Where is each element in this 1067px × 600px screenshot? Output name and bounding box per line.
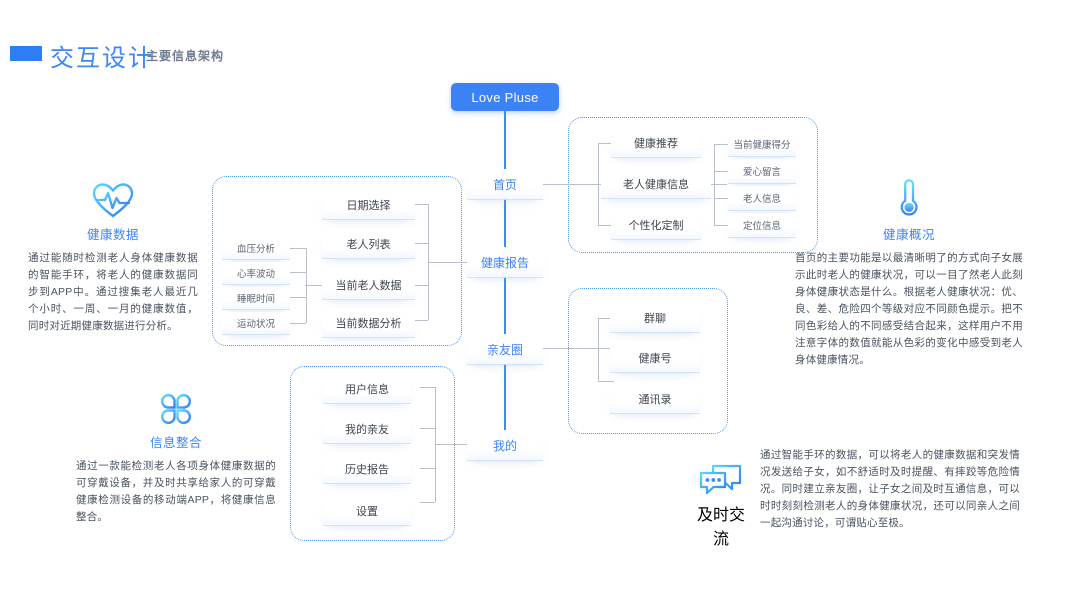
- node-elder-health-info[interactable]: 老人健康信息: [601, 170, 711, 198]
- connector-home-3: [598, 225, 611, 226]
- connector-report-3: [415, 285, 428, 286]
- connector-home-l3-3: [714, 198, 728, 199]
- node-heart-rate-fluctuation[interactable]: 心率波动: [222, 262, 290, 284]
- connector-friends-3: [598, 381, 614, 382]
- node-exercise-status[interactable]: 运动状况: [222, 312, 290, 334]
- node-group-chat[interactable]: 群聊: [610, 304, 700, 332]
- info-body-info-integration: 通过一款能检测老人各项身体健康数据的可穿戴设备，并及时共享给家人的可穿戴健康检测…: [76, 460, 276, 523]
- group-box-mine: [290, 366, 455, 541]
- spine-node-mine[interactable]: 我的: [467, 430, 543, 460]
- heart-pulse-icon: [28, 180, 198, 220]
- node-user-info[interactable]: 用户信息: [323, 375, 411, 403]
- node-location-info[interactable]: 定位信息: [728, 213, 796, 237]
- connector-home-l3-bracket: [714, 144, 715, 225]
- connector-mine-3: [420, 468, 435, 469]
- node-blood-pressure-analysis[interactable]: 血压分析: [222, 237, 290, 259]
- node-my-relatives[interactable]: 我的亲友: [323, 415, 411, 443]
- connector-report-bracket: [428, 204, 429, 320]
- info-title-health-data: 健康数据: [86, 228, 139, 242]
- connector-mine-trunk: [435, 444, 467, 445]
- node-health-number[interactable]: 健康号: [610, 344, 700, 372]
- group-box-friends: [568, 288, 728, 434]
- node-sleep-time[interactable]: 睡眠时间: [222, 287, 290, 309]
- node-personalized-custom[interactable]: 个性化定制: [611, 211, 701, 239]
- connector-friends-2: [598, 348, 614, 349]
- chat-bubbles-icon: [690, 463, 752, 499]
- connector-mine-1: [420, 387, 435, 388]
- clover-icon: [76, 388, 276, 428]
- connector-friends-1: [598, 318, 614, 319]
- node-current-health-score[interactable]: 当前健康得分: [728, 132, 796, 156]
- page-title: 交互设计: [50, 45, 154, 72]
- node-current-elder-data[interactable]: 当前老人数据: [322, 271, 415, 299]
- connector-report-l3-2: [290, 272, 306, 273]
- connector-report-trunk: [428, 262, 467, 263]
- root-node-love-pluse[interactable]: Love Pluse: [451, 83, 559, 111]
- info-title-health-overview: 健康概况: [882, 228, 935, 242]
- info-block-health-overview: 健康概况 首页的主要功能是以最清晰明了的方式向子女展示此时老人的健康状况，可以一…: [795, 179, 1023, 369]
- node-current-data-analysis[interactable]: 当前数据分析: [322, 309, 415, 337]
- info-body-health-data: 通过能随时检测老人身体健康数据的智能手环，将老人的健康数据同步到APP中。通过搜…: [28, 252, 198, 332]
- node-settings[interactable]: 设置: [323, 497, 411, 525]
- spine-node-home[interactable]: 首页: [467, 169, 543, 199]
- info-body-instant-communication: 通过智能手环的数据，可以将老人的健康数据和突发情况发送给子女，如不舒适时及时提醒…: [760, 449, 1020, 529]
- thermometer-icon: [795, 179, 1023, 220]
- spine-connector: [504, 110, 506, 445]
- connector-report-2: [415, 243, 428, 244]
- connector-home-l3-4: [714, 225, 728, 226]
- connector-home-l3-trunk: [711, 184, 727, 185]
- header-accent-bar: [10, 46, 42, 61]
- node-history-report[interactable]: 历史报告: [323, 455, 411, 483]
- info-title-info-integration: 信息整合: [149, 436, 202, 450]
- connector-home-l3-1: [714, 144, 728, 145]
- connector-report-l3-1: [290, 248, 306, 249]
- connector-report-l3-4: [290, 323, 306, 324]
- node-love-message[interactable]: 爱心留言: [728, 159, 796, 183]
- info-title-instant-communication: 及时交流: [696, 507, 745, 548]
- connector-report-4: [415, 320, 428, 321]
- info-block-health-data: 健康数据 通过能随时检测老人身体健康数据的智能手环，将老人的健康数据同步到APP…: [28, 180, 198, 335]
- node-health-recommend[interactable]: 健康推荐: [611, 129, 701, 157]
- connector-friends-trunk: [543, 348, 599, 349]
- connector-report-l3-trunk: [305, 285, 322, 286]
- info-body-health-overview: 首页的主要功能是以最清晰明了的方式向子女展示此时老人的健康状况，可以一目了然老人…: [795, 252, 1023, 366]
- group-box-home: [568, 117, 818, 253]
- connector-home-trunk: [543, 184, 599, 185]
- spine-node-health-report[interactable]: 健康报告: [467, 247, 543, 277]
- info-block-instant-communication: 及时交流 通过智能手环的数据，可以将老人的健康数据和突发情况发送给子女，如不舒适…: [690, 447, 1020, 549]
- connector-report-1: [415, 204, 428, 205]
- info-block-info-integration: 信息整合 通过一款能检测老人各项身体健康数据的可穿戴设备，并及时共享给家人的可穿…: [76, 388, 276, 526]
- connector-mine-2: [420, 428, 435, 429]
- connector-mine-4: [420, 502, 435, 503]
- connector-mine-bracket: [435, 387, 436, 502]
- node-elder-info[interactable]: 老人信息: [728, 186, 796, 210]
- connector-report-l3-bracket: [306, 248, 307, 323]
- connector-friends-bracket: [598, 318, 599, 381]
- spine-node-friends[interactable]: 亲友圈: [467, 334, 543, 364]
- group-box-health-report: [212, 176, 462, 346]
- node-elder-list[interactable]: 老人列表: [322, 230, 415, 258]
- connector-home-l3-2: [714, 171, 728, 172]
- node-contacts[interactable]: 通讯录: [610, 385, 700, 413]
- node-date-select[interactable]: 日期选择: [322, 191, 415, 219]
- connector-home-1: [598, 143, 611, 144]
- page-subtitle: 主要信息架构: [146, 49, 225, 63]
- connector-report-l3-3: [290, 297, 306, 298]
